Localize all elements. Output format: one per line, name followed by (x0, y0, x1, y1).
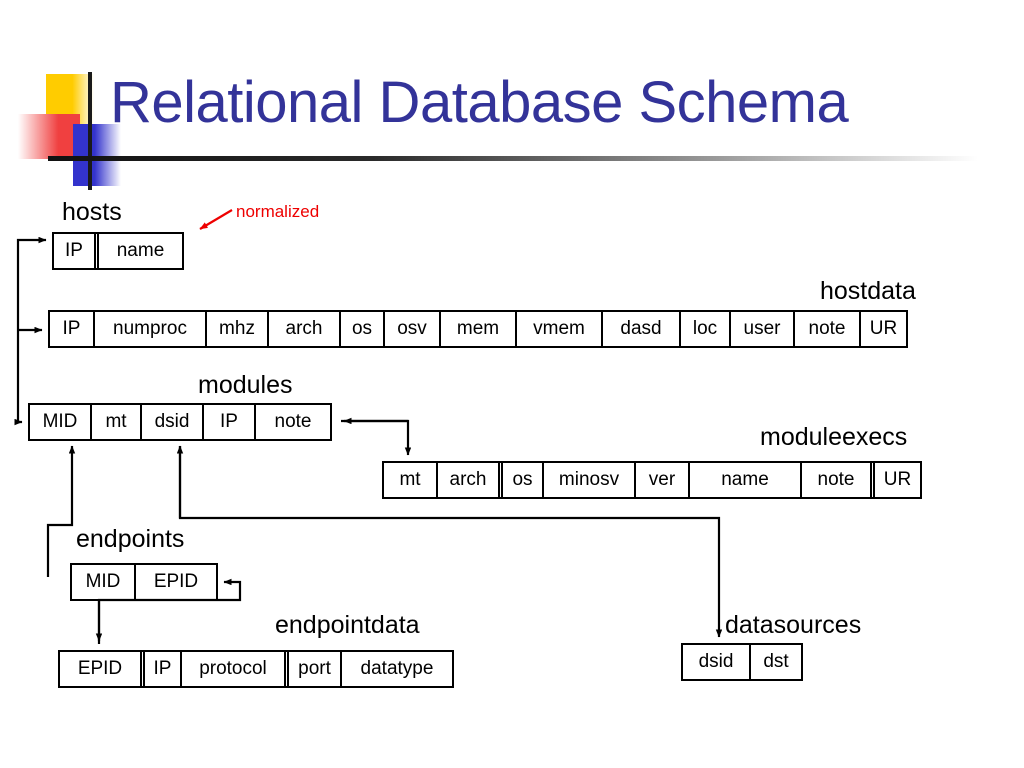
cell-hostdata-user: user (729, 312, 793, 346)
cell-hostdata-osv: osv (383, 312, 439, 346)
table-endpointdata: EPID IP protocol port datatype (58, 650, 454, 688)
connector-spine-to-modules (14, 330, 23, 426)
table-label-endpoints: endpoints (76, 525, 185, 553)
cell-moduleexecs-arch: arch (436, 463, 498, 497)
cell-moduleexecs-ver: ver (634, 463, 688, 497)
cell-hostdata-ur: UR (859, 312, 906, 346)
table-hosts: IP name (52, 232, 184, 270)
cell-modules-note: note (254, 405, 330, 439)
cell-moduleexecs-os: os (498, 463, 542, 497)
table-label-datasources: datasources (725, 611, 862, 639)
cell-endpointdata-port: port (284, 652, 340, 686)
connector-hosts-to-spine (16, 236, 47, 330)
cell-hostdata-loc: loc (679, 312, 729, 346)
logo-red-square (18, 114, 80, 159)
table-label-modules: modules (198, 371, 293, 399)
cell-hostdata-arch: arch (267, 312, 339, 346)
table-label-hostdata: hostdata (820, 277, 916, 305)
cell-moduleexecs-minosv: minosv (542, 463, 634, 497)
cell-modules-ip: IP (202, 405, 254, 439)
table-modules: MID mt dsid IP note (28, 403, 332, 441)
cell-hostdata-os: os (339, 312, 383, 346)
title-underline-rule (48, 156, 978, 161)
cell-endpointdata-ip: IP (140, 652, 180, 686)
cell-hostdata-mem: mem (439, 312, 515, 346)
table-moduleexecs: mt arch os minosv ver name note UR (382, 461, 922, 499)
table-datasources: dsid dst (681, 643, 803, 681)
title-banner: Relational Database Schema (0, 0, 1024, 190)
logo-blue-square (73, 124, 121, 186)
cell-endpoints-epid: EPID (134, 565, 216, 599)
cell-modules-mt: mt (90, 405, 140, 439)
cell-hosts-name: name (94, 234, 182, 268)
cell-endpointdata-epid: EPID (77, 658, 123, 679)
cell-endpoints-mid: MID (85, 571, 121, 592)
cell-hostdata-note: note (793, 312, 859, 346)
normalized-annotation-label: normalized (236, 202, 320, 221)
cell-moduleexecs-mt: mt (399, 469, 421, 490)
table-hostdata: IP numproc mhz arch os osv mem vmem dasd… (48, 310, 908, 348)
page-title: Relational Database Schema (110, 70, 849, 135)
connector-modules-note-to-moduleexecs (341, 419, 412, 456)
table-label-moduleexecs: moduleexecs (760, 423, 908, 451)
cell-moduleexecs-name: name (688, 463, 800, 497)
cell-hostdata-numproc: numproc (93, 312, 205, 346)
cell-modules-dsid: dsid (140, 405, 202, 439)
cell-hostdata-ip: IP (62, 318, 81, 339)
cell-endpointdata-datatype: datatype (340, 652, 452, 686)
cell-datasources-dsid: dsid (698, 651, 734, 672)
table-endpoints: MID EPID (70, 563, 218, 601)
normalized-annotation-arrow (199, 209, 233, 230)
table-label-hosts: hosts (62, 198, 122, 226)
cell-hosts-ip: IP (65, 240, 83, 261)
cell-hostdata-mhz: mhz (205, 312, 267, 346)
table-label-endpointdata: endpointdata (275, 611, 420, 639)
cell-datasources-dst: dst (749, 645, 801, 679)
connector-endpoints-to-modules-mid (46, 445, 76, 577)
cell-moduleexecs-note: note (800, 463, 870, 497)
cell-hostdata-vmem: vmem (515, 312, 601, 346)
cell-moduleexecs-ur: UR (870, 463, 920, 497)
cell-hostdata-dasd: dasd (601, 312, 679, 346)
decorative-logo (18, 72, 138, 190)
cell-endpointdata-protocol: protocol (180, 652, 284, 686)
logo-vertical-rule (88, 72, 92, 190)
cell-modules-mid: MID (42, 411, 78, 432)
